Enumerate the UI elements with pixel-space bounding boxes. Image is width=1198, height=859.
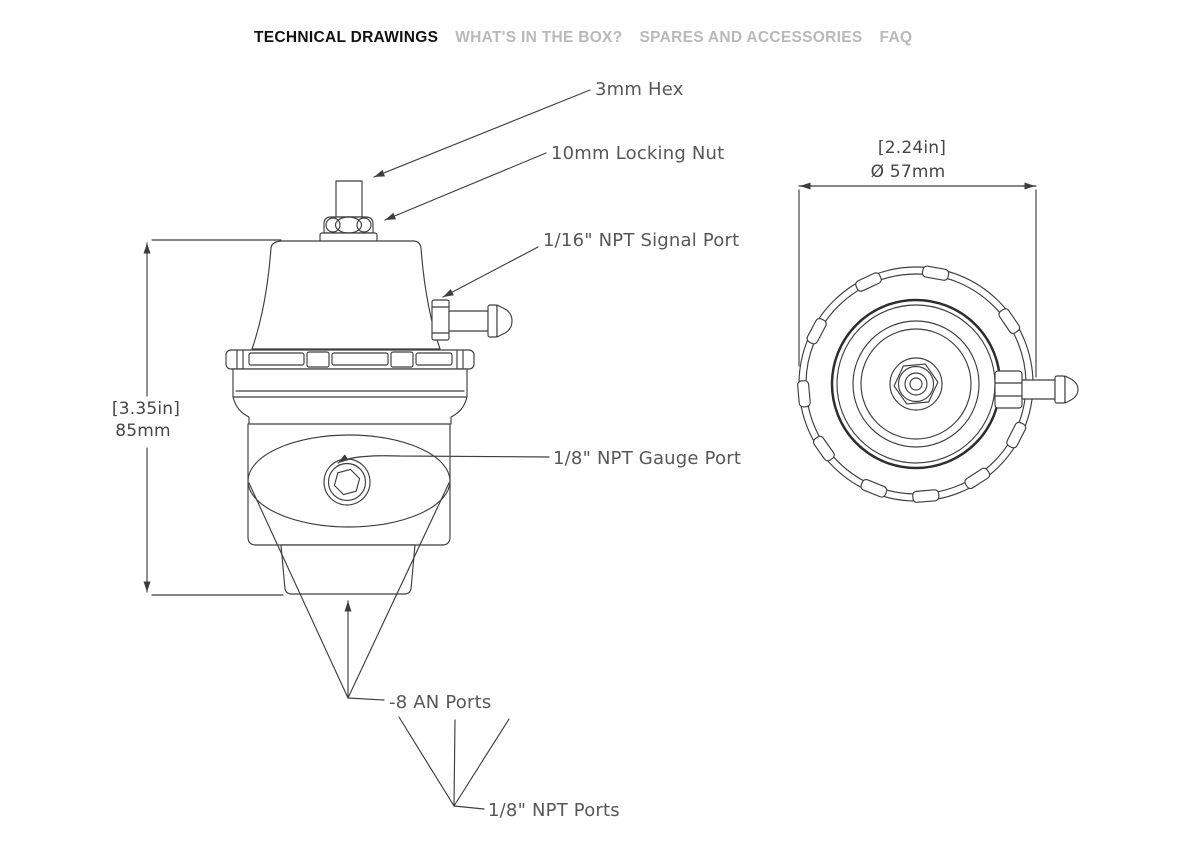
cap-seal-ring [830, 298, 1002, 470]
lower-outlet-block [280, 544, 416, 595]
leader-signal-port [442, 246, 539, 298]
locking-nut [323, 216, 374, 234]
tab-technical-drawings[interactable]: TECHNICAL DRAWINGS [254, 29, 439, 46]
knurled-flange [225, 349, 475, 370]
knurl-notches [797, 265, 1027, 503]
tab-faq[interactable]: FAQ [879, 29, 913, 46]
tab-spares-and-accessories[interactable]: SPARES AND ACCESSORIES [639, 29, 863, 46]
leader-an-ports [248, 482, 450, 701]
height-dimension-inches: [3.35in] [112, 399, 180, 419]
top-view-barb-fitting [994, 370, 1079, 409]
diameter-dimension: [2.24in] Ø 57mm [798, 138, 1037, 378]
label-npt-ports: 1/8" NPT Ports [488, 800, 620, 821]
side-view [225, 180, 513, 595]
top-view: [2.24in] Ø 57mm [797, 138, 1079, 503]
leader-npt-ports [398, 716, 510, 810]
diameter-dimension-mm: Ø 57mm [871, 162, 946, 182]
label-gauge-port: 1/8" NPT Gauge Port [553, 448, 741, 469]
tab-bar: TECHNICAL DRAWINGS WHAT'S IN THE BOX? SP… [254, 29, 912, 47]
top-view-center-hex [889, 357, 943, 411]
leader-gauge-port [337, 454, 550, 464]
leader-3mm-hex [373, 89, 591, 178]
leader-locking-nut [384, 152, 547, 221]
label-locking-nut: 10mm Locking Nut [551, 143, 724, 164]
label-an-ports: -8 AN Ports [389, 692, 491, 713]
label-signal-port: 1/16" NPT Signal Port [543, 230, 739, 251]
diameter-dimension-inches: [2.24in] [878, 138, 946, 158]
signal-port-fitting [431, 299, 513, 341]
label-3mm-hex: 3mm Hex [595, 79, 684, 100]
tab-whats-in-the-box[interactable]: WHAT'S IN THE BOX? [455, 29, 623, 46]
height-dimension-mm: 85mm [115, 421, 171, 441]
upper-body [232, 368, 468, 425]
height-dimension: [3.35in] 85mm [112, 239, 284, 596]
main-body [247, 423, 451, 546]
callouts: 3mm Hex 10mm Locking Nut 1/16" NPT Signa… [248, 79, 741, 821]
spring-cap-dome [251, 240, 441, 350]
adjustment-stem [335, 180, 363, 218]
